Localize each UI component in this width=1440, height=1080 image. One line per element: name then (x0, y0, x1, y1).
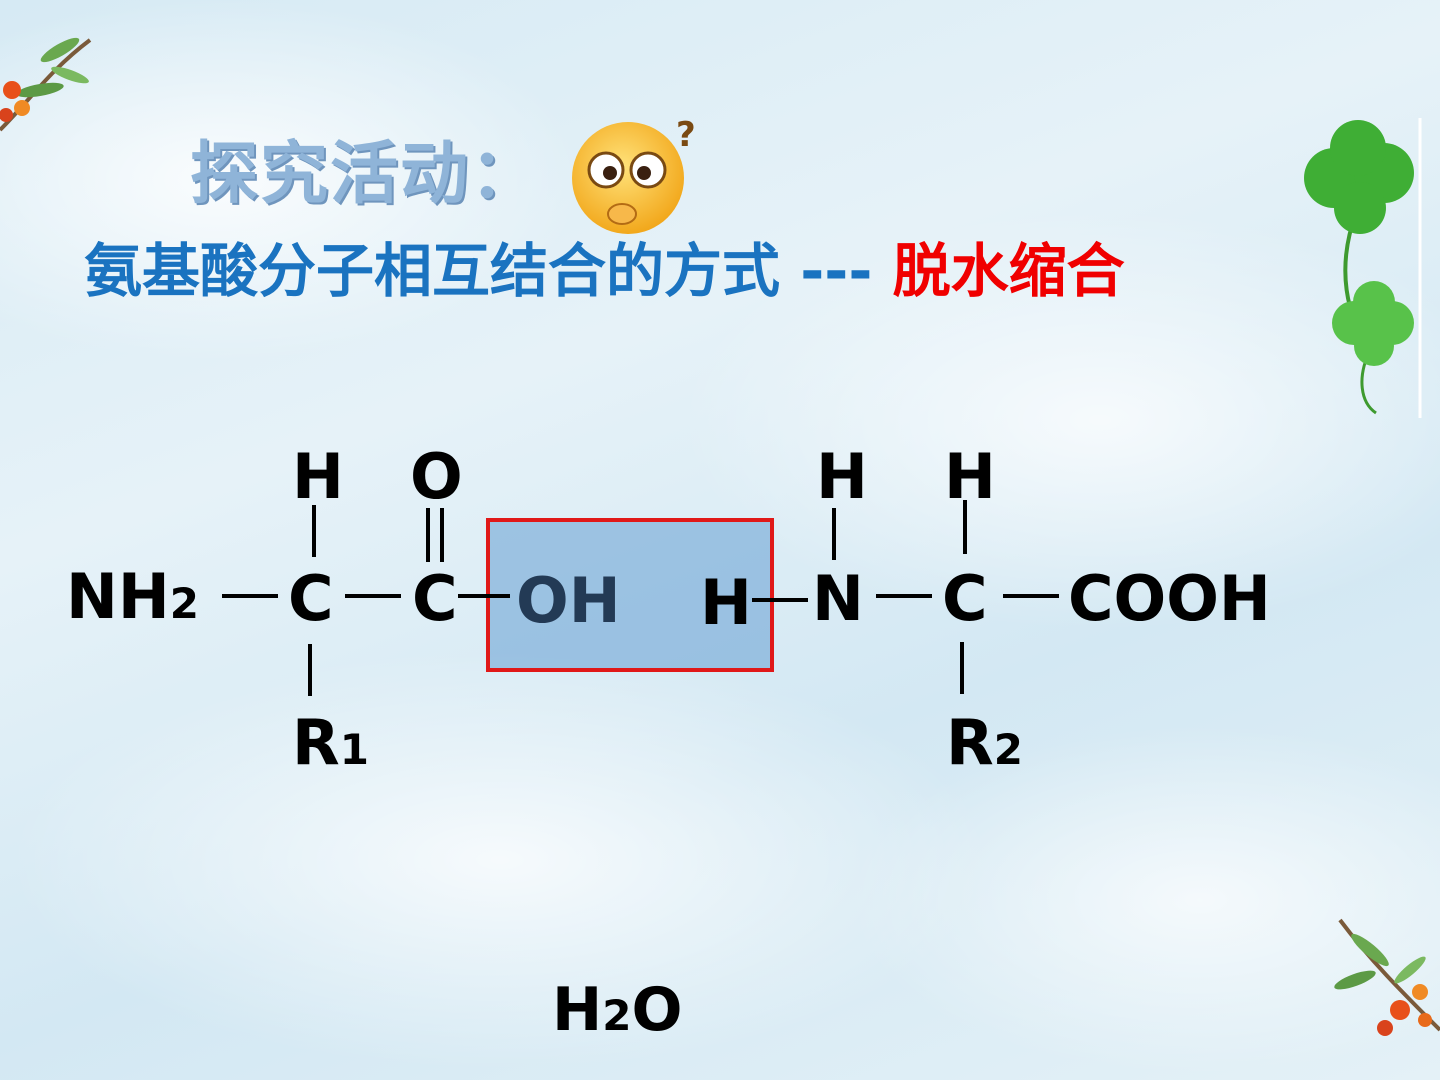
atom-h-top4: H (944, 440, 996, 513)
bond-c3-r2 (960, 642, 964, 694)
bond-h-n (752, 598, 808, 602)
bond-c1-r1 (308, 644, 312, 696)
water-product: H2O (552, 975, 683, 1045)
atom-n: N (812, 562, 864, 635)
bond-double-o-c2-b (440, 508, 444, 562)
dehydration-highlight-box (486, 518, 774, 672)
flower-branch-icon (1334, 918, 1440, 1036)
bond-h-n-vertical (832, 508, 836, 560)
atom-c3: C (942, 562, 988, 635)
atom-h-top1: H (292, 440, 344, 513)
bond-c3-cooh (1003, 594, 1059, 598)
bond-double-o-c2-a (426, 508, 430, 562)
atom-h-top3: H (816, 440, 868, 513)
atom-nh2: NH2 (66, 560, 200, 633)
atom-cooh: COOH (1068, 562, 1271, 635)
atom-r1: R1 (292, 706, 369, 779)
atom-o-top: O (410, 440, 463, 513)
bond-c2-oh (458, 594, 510, 598)
subtitle-main: 氨基酸分子相互结合的方式 --- (84, 237, 893, 305)
activity-heading: 探究活动： (190, 135, 541, 214)
bond-h-c3 (963, 500, 967, 554)
atom-c2: C (412, 562, 458, 635)
bond-c1-c2 (345, 594, 401, 598)
confused-face-icon: ? (572, 118, 696, 234)
subtitle-highlight: 脱水缩合 (892, 237, 1125, 305)
subtitle: 氨基酸分子相互结合的方式 --- 脱水缩合 (84, 215, 1244, 327)
atom-r2: R2 (946, 706, 1023, 779)
atom-oh: OH (516, 564, 621, 637)
bond-n-c3 (876, 594, 932, 598)
bond-nh2-c1 (222, 594, 278, 598)
svg-text:?: ? (676, 118, 696, 155)
bond-h-c1 (312, 505, 316, 557)
flower-branch-icon (0, 37, 92, 132)
clover-icon (1304, 118, 1422, 418)
atom-c1: C (288, 562, 334, 635)
atom-h-left: H (700, 566, 752, 639)
